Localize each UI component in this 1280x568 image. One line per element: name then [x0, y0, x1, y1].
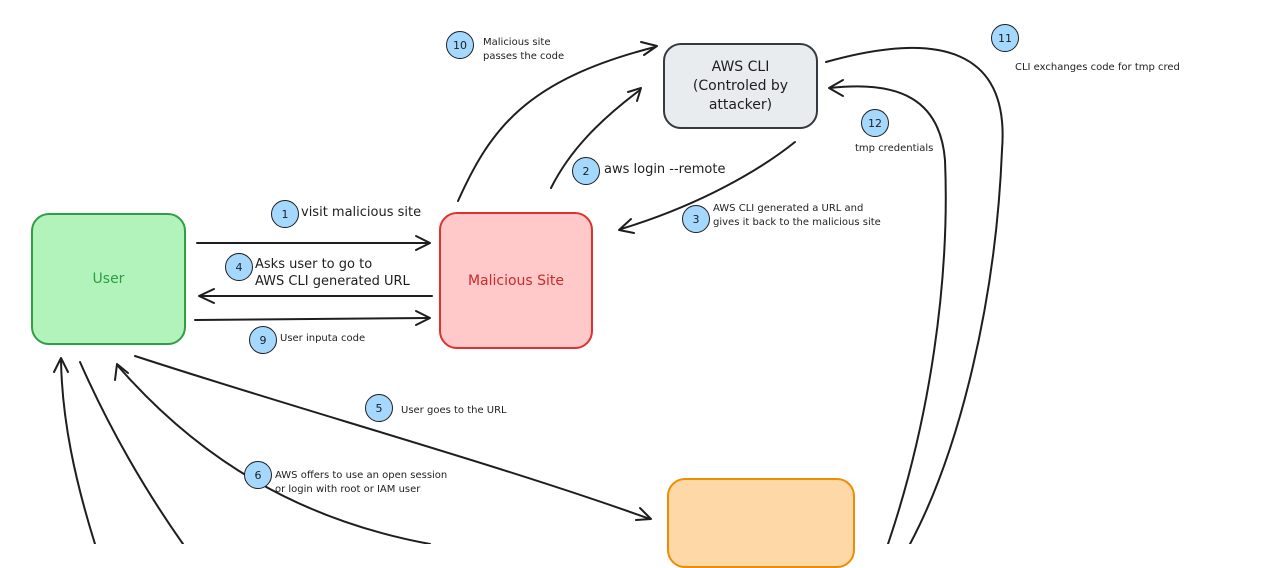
aws-node [667, 478, 855, 568]
step-5-badge: 5 [365, 394, 393, 422]
arrow-user-inputs-code [194, 310, 431, 326]
step-12-label: tmp credentials [855, 143, 934, 154]
arrow-cli-exchanges-code [825, 46, 1004, 544]
step-11-label: CLI exchanges code for tmp cred [1015, 62, 1180, 73]
step-4-badge: 4 [225, 253, 253, 281]
arrows-layer [53, 41, 1004, 544]
step-9-badge: 9 [249, 326, 277, 354]
arrow-tmp-credentials [828, 79, 947, 544]
user-node: User [31, 213, 186, 345]
step-11-badge: 11 [991, 24, 1019, 52]
diagram-canvas: User Malicious Site AWS CLI (Controled b… [31, 24, 1180, 568]
step-12-badge: 12 [861, 109, 889, 137]
arrow-visit-site [196, 235, 431, 251]
step-5-label: User goes to the URL [401, 405, 507, 416]
step-6-badge: 6 [244, 461, 272, 489]
step-3-badge: 3 [682, 205, 710, 233]
malicious-site-node: Malicious Site [439, 212, 593, 349]
arrow-passes-code [457, 41, 658, 202]
step-1-label: visit malicious site [301, 205, 422, 220]
arrow-user-bottom-b [53, 357, 96, 544]
arrow-aws-login-remote [550, 87, 642, 189]
step-4-label: Asks user to go to AWS CLI generated URL [255, 257, 410, 289]
step-2-badge: 2 [572, 157, 600, 185]
aws-cli-node: AWS CLI (Controled by attacker) [663, 43, 818, 129]
step-3-label: AWS CLI generated a URL and gives it bac… [713, 203, 881, 228]
arrow-user-goes-to-url [134, 355, 652, 521]
step-1-badge: 1 [271, 200, 299, 228]
arrow-asks-user [198, 288, 433, 304]
step-10-badge: 10 [446, 31, 474, 59]
user-node-label: User [92, 271, 125, 287]
step-6-label: AWS offers to use an open session or log… [275, 470, 448, 495]
step-2-label: aws login --remote [604, 162, 726, 177]
arrow-cli-returns-url [618, 141, 796, 234]
step-9-label: User inputa code [280, 333, 366, 344]
aws-cli-node-label: AWS CLI (Controled by attacker) [692, 58, 789, 113]
arrow-user-bottom-a [79, 361, 184, 544]
arrow-aws-offers-session [114, 363, 431, 544]
step-10-label: Malicious site passes the code [483, 37, 565, 62]
malicious-site-node-label: Malicious Site [467, 272, 565, 289]
